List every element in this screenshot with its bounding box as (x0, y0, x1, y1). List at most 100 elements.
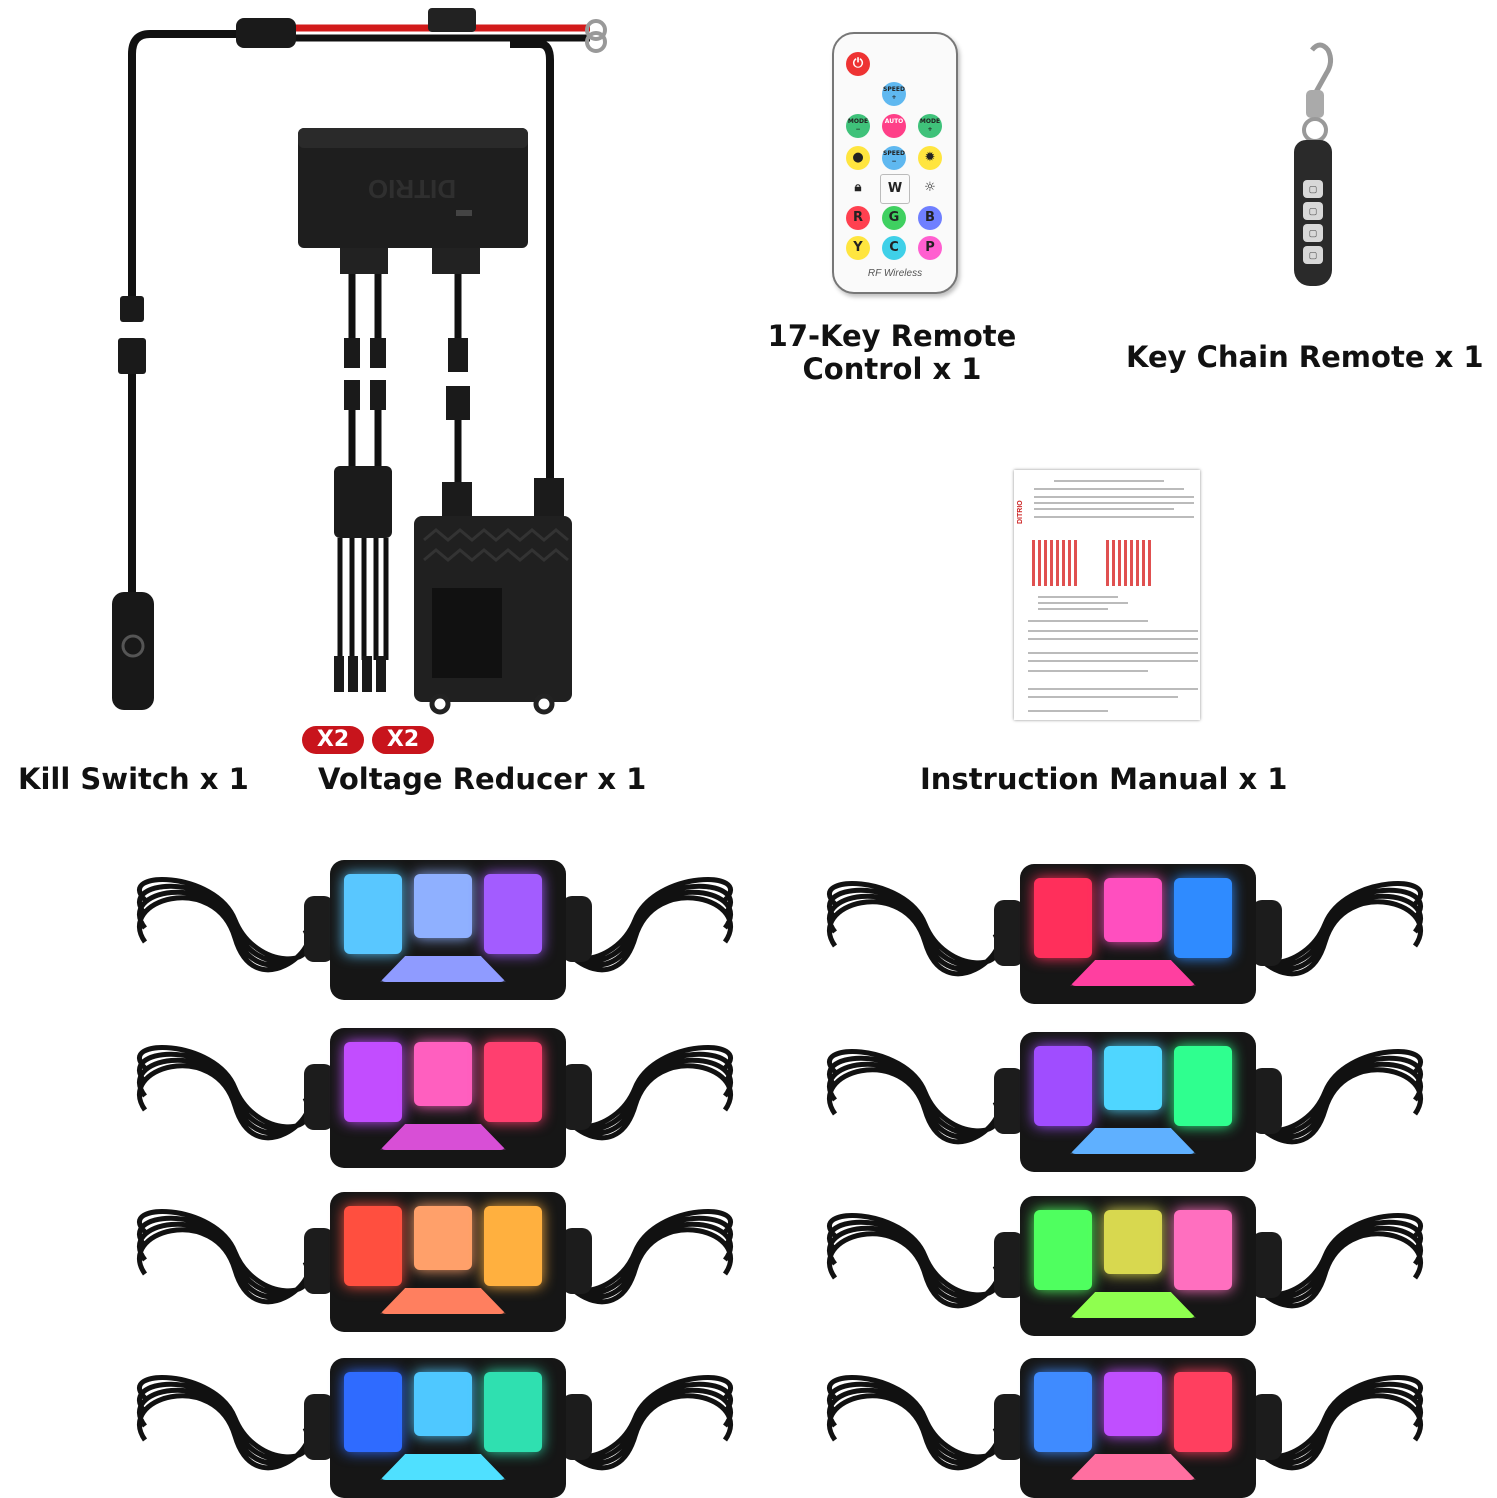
mount-ear-left (304, 896, 334, 962)
pod-cable-coils (826, 881, 1424, 977)
led-cell-bottom (380, 1454, 506, 1480)
mount-ear-left (994, 1394, 1024, 1460)
led-cell-bottom (1070, 1128, 1196, 1154)
mount-ear-right (562, 1064, 592, 1130)
cyan-button: C (882, 236, 906, 260)
brightness-down-icon: ● (846, 146, 870, 170)
keyring-icon (1302, 42, 1334, 143)
led-cell-bottom (380, 1288, 506, 1314)
fob-button-4: ▢ (1303, 246, 1323, 264)
key-chain-remote: ▢ ▢ ▢ ▢ (1294, 140, 1332, 286)
mount-ear-left (994, 1068, 1024, 1134)
auto-button: AUTO (882, 114, 906, 138)
led-cell-center (1104, 1046, 1162, 1110)
led-cell-center (1104, 1372, 1162, 1436)
power-icon: ⏻ (846, 52, 870, 76)
lock-icon: 🔒︎ (854, 180, 862, 195)
mount-ear-left (304, 1228, 334, 1294)
gear-icon: ☼ (924, 180, 936, 195)
led-cell-center (1104, 1210, 1162, 1274)
led-cell-left (344, 1042, 402, 1122)
mount-ear-left (994, 900, 1024, 966)
pod-cable-coils (136, 1375, 734, 1471)
pod-cable-coils (136, 1209, 734, 1305)
keychain-caption: Key Chain Remote x 1 (1126, 340, 1484, 374)
qty-badge-1: X2 (302, 726, 364, 754)
voltage-reducer-caption: Voltage Reducer x 1 (318, 762, 647, 796)
mount-ear-right (1252, 900, 1282, 966)
led-cell-left (344, 1372, 402, 1452)
rock-light-pod (994, 1196, 1282, 1336)
mode-down-button: MODE − (846, 114, 870, 138)
led-cell-right (1174, 1046, 1232, 1126)
led-cell-right (484, 1042, 542, 1122)
mount-ear-right (562, 1394, 592, 1460)
led-cell-center (414, 1042, 472, 1106)
led-cell-center (414, 1372, 472, 1436)
led-cell-right (484, 874, 542, 954)
mount-ear-right (1252, 1394, 1282, 1460)
mount-ear-left (994, 1232, 1024, 1298)
pod-cable-coils (826, 1213, 1424, 1309)
rock-light-pod (994, 864, 1282, 1004)
led-cell-left (344, 1206, 402, 1286)
led-cell-left (1034, 1210, 1092, 1290)
remote-caption-line1: 17-Key Remote (767, 319, 1017, 353)
led-cell-right (484, 1372, 542, 1452)
mode-up-button: MODE + (918, 114, 942, 138)
mount-ear-right (1252, 1068, 1282, 1134)
fob-button-1: ▢ (1303, 180, 1323, 198)
mount-ear-right (1252, 1232, 1282, 1298)
rf-wireless-label: RF Wireless (867, 268, 923, 279)
pod-cable-coils (136, 877, 734, 973)
fob-button-2: ▢ (1303, 202, 1323, 220)
led-cell-right (1174, 1210, 1232, 1290)
rock-light-pod (304, 860, 592, 1000)
blue-button: B (918, 206, 942, 230)
led-cell-left (1034, 878, 1092, 958)
led-cell-center (1104, 878, 1162, 942)
rock-light-pod (304, 1028, 592, 1168)
manual-caption: Instruction Manual x 1 (920, 762, 1288, 796)
speed-down-button: SPEED − (882, 146, 906, 170)
pod-cable-coils (826, 1375, 1424, 1471)
remote-caption-line2: Control x 1 (802, 352, 982, 386)
mount-ear-left (304, 1064, 334, 1130)
svg-text:DITRIO: DITRIO (368, 174, 456, 204)
led-cell-left (1034, 1372, 1092, 1452)
led-cell-right (484, 1206, 542, 1286)
wiring-harness-graphic: DITRIO (112, 8, 607, 715)
led-cell-center (414, 1206, 472, 1270)
green-button: G (882, 206, 906, 230)
yellow-button: Y (846, 236, 870, 260)
fob-button-3: ▢ (1303, 224, 1323, 242)
mount-ear-right (562, 896, 592, 962)
rock-light-pod (304, 1358, 592, 1498)
remote-17-key: ⏻ SPEED + MODE − AUTO MODE + ● SPEED − ✹… (832, 32, 958, 294)
controller-box (298, 128, 528, 248)
pod-cable-coils (136, 1045, 734, 1141)
white-button: W (880, 174, 910, 204)
kill-switch-caption: Kill Switch x 1 (18, 762, 249, 796)
pod-cable-coils (826, 1049, 1424, 1145)
led-cell-right (1174, 1372, 1232, 1452)
pink-button: P (918, 236, 942, 260)
red-button: R (846, 206, 870, 230)
led-cell-right (1174, 878, 1232, 958)
mount-ear-right (562, 1228, 592, 1294)
mount-ear-left (304, 1394, 334, 1460)
led-cell-center (414, 874, 472, 938)
qr-code-android (1032, 540, 1078, 586)
brightness-up-icon: ✹ (918, 146, 942, 170)
remote-17-key-caption: 17-Key Remote Control x 1 (752, 320, 1032, 386)
qty-badge-2: X2 (372, 726, 434, 754)
led-cell-bottom (1070, 1292, 1196, 1318)
led-cell-left (1034, 1046, 1092, 1126)
manual-logo: DITRIO (1017, 500, 1024, 524)
kill-switch (112, 592, 154, 710)
speed-up-button: SPEED + (882, 82, 906, 106)
led-cell-bottom (1070, 1454, 1196, 1480)
rock-light-pod (304, 1192, 592, 1332)
led-cell-left (344, 874, 402, 954)
instruction-manual: DITRIO (1014, 470, 1200, 720)
